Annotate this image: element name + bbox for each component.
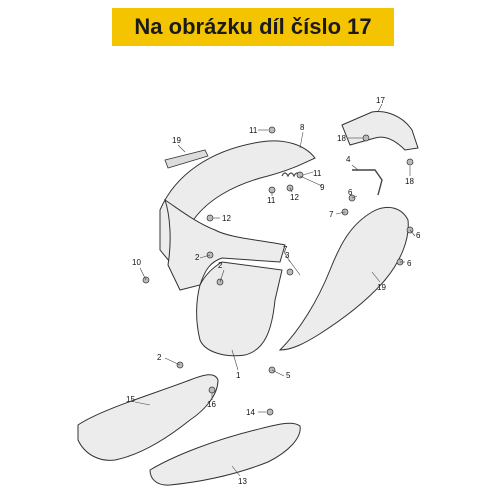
label-2-a: 2	[195, 253, 200, 262]
part-13-floor-right	[149, 422, 301, 486]
label-9: 9	[320, 183, 325, 192]
leader-lines	[134, 103, 416, 477]
bolt-18-b	[406, 158, 414, 166]
label-6-c: 6	[407, 259, 412, 268]
label-7-b: 7	[329, 210, 334, 219]
label-5: 5	[286, 371, 291, 380]
title-text: Na obrázku díl číslo 17	[134, 14, 372, 39]
label-18-b: 18	[405, 177, 414, 186]
label-1: 1	[236, 371, 241, 380]
label-12-b: 12	[222, 214, 231, 223]
label-13: 13	[238, 477, 247, 486]
part-9-spring	[281, 172, 301, 178]
part-4-link	[352, 169, 383, 196]
label-14: 14	[246, 408, 255, 417]
label-2-b: 2	[218, 261, 223, 270]
label-12-a: 12	[290, 193, 299, 202]
label-18-a: 18	[337, 134, 346, 143]
part-15-floor-left	[77, 374, 219, 461]
bolt-11-a	[268, 126, 276, 134]
part-main-shell	[164, 198, 286, 291]
label-11-a: 11	[249, 126, 258, 135]
label-17: 17	[376, 96, 385, 105]
bolt-12-b	[206, 214, 214, 222]
label-15: 15	[126, 395, 135, 404]
label-4: 4	[346, 155, 351, 164]
bolt-14	[266, 408, 274, 416]
label-6-a: 6	[348, 188, 353, 197]
label-10: 10	[132, 258, 141, 267]
part-1-center-panel	[196, 261, 283, 357]
part-19-strip	[164, 149, 209, 169]
title-banner: Na obrázku díl číslo 17	[112, 8, 394, 46]
label-8: 8	[300, 123, 305, 132]
label-11-c: 11	[267, 196, 276, 205]
label-19-b: 19	[377, 283, 386, 292]
label-3: 3	[285, 251, 290, 260]
bolt-7-a	[286, 268, 294, 276]
label-19-a: 19	[172, 136, 181, 145]
label-16: 16	[207, 400, 216, 409]
bolt-16	[208, 386, 216, 394]
part-17-bracket	[341, 111, 419, 151]
part-3-side-panel	[278, 206, 409, 351]
label-11-b: 11	[313, 169, 322, 178]
label-2-c: 2	[157, 353, 162, 362]
label-6-b: 6	[416, 231, 421, 240]
bolt-18-a	[362, 134, 370, 142]
label-7-a: 7	[283, 245, 288, 254]
